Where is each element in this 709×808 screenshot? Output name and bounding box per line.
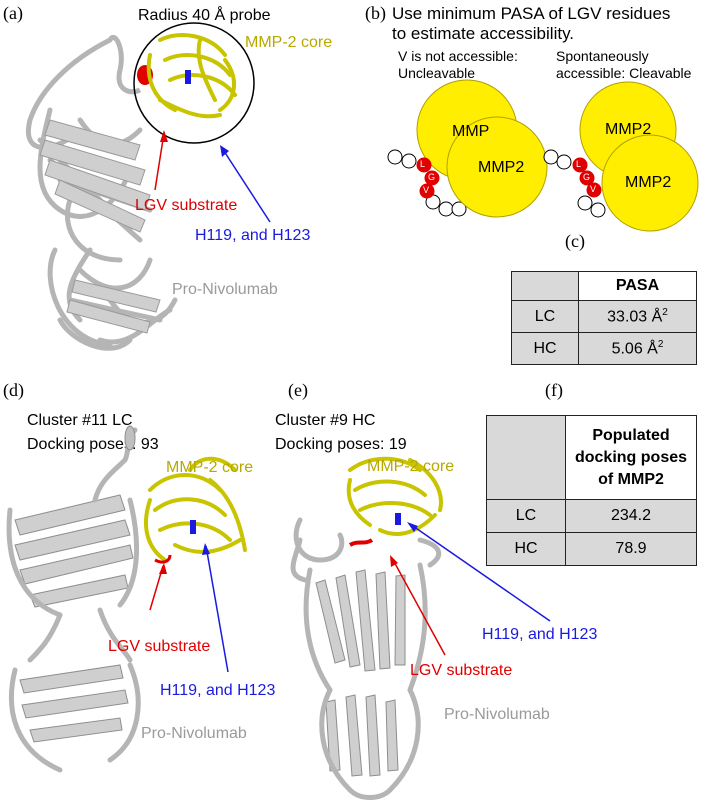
pro-nivolumab-ribbon-d <box>6 427 141 773</box>
residue-g-left: G <box>428 172 436 182</box>
mmp2-core-label-d: MMP-2 core <box>166 459 254 476</box>
panel-a-label: (a) <box>3 3 23 23</box>
mmp2-core-ribbon-a <box>146 33 237 119</box>
lgv-substrate-label-d: LGV substrate <box>108 638 211 655</box>
poses-header: Populated docking poses of MMP2 <box>565 415 697 500</box>
mmp2-label-right-back: MMP2 <box>605 121 652 138</box>
residue-chain-right <box>543 149 606 218</box>
lgv-substrate-label-a: LGV substrate <box>135 197 238 214</box>
residue-l-left: L <box>420 159 426 169</box>
pro-nivolumab-sheets-d <box>14 494 134 743</box>
panel-b-label: (b) <box>365 3 386 23</box>
his-label-e: H119, and H123 <box>482 626 598 643</box>
panel-c-label: (c) <box>565 231 585 251</box>
his-arrow-a <box>221 147 271 223</box>
table-row: HC 78.9 <box>486 532 697 566</box>
poses-row-name: HC <box>486 532 566 566</box>
his-residues-d <box>190 520 196 534</box>
lgv-substrate-e <box>348 538 374 547</box>
lgv-substrate-label-e: LGV substrate <box>410 662 513 679</box>
docking-poses-table: Populated docking poses of MMP2 LC 234.2… <box>486 415 697 566</box>
pro-nivolumab-label-a: Pro-Nivolumab <box>172 281 278 298</box>
residue-v-left: V <box>423 185 430 195</box>
pro-nivolumab-sheets-e <box>315 569 406 777</box>
pasa-row-name: LC <box>511 300 579 333</box>
poses-label-e: Docking poses: 19 <box>275 436 407 453</box>
lgv-substrate-d <box>154 554 172 564</box>
residue-l-right: L <box>576 159 582 169</box>
pasa-row-name: HC <box>511 332 579 365</box>
probe-circle <box>133 22 255 144</box>
mmp2-circle-right-front <box>601 134 699 232</box>
linker-d <box>124 425 136 451</box>
mmp2-core-label-a: MMP-2 core <box>245 34 333 51</box>
pro-nivolumab-label-e: Pro-Nivolumab <box>444 706 550 723</box>
pasa-header: PASA <box>578 271 697 301</box>
poses-table-corner <box>486 415 566 500</box>
poses-row-value: 234.2 <box>565 499 697 533</box>
pasa-row-value: 5.06 Å2 <box>578 332 697 365</box>
table-row: LC 234.2 <box>486 499 697 533</box>
his-arrow-e <box>409 523 551 622</box>
linker-loop-a <box>107 35 142 95</box>
right-caption-line1: Spontaneously <box>556 48 649 64</box>
his-label-d: H119, and H123 <box>160 682 276 699</box>
table-row: HC 5.06 Å2 <box>511 332 697 365</box>
pasa-row-value: 33.03 Å2 <box>578 300 697 333</box>
lgv-residues-right <box>572 157 602 198</box>
his-label-a: H119, and H123 <box>195 227 311 244</box>
pasa-table: PASA LC 33.03 Å2 HC 5.06 Å2 <box>511 271 697 365</box>
lgv-residues-left <box>416 157 440 199</box>
mmp2-core-ribbon-e <box>346 456 443 536</box>
pro-nivolumab-ribbon-e <box>290 517 442 800</box>
mmp2-label-left-back: MMP <box>452 123 490 140</box>
substrate-arrow-a <box>154 132 165 191</box>
poses-row-name: LC <box>486 499 566 533</box>
poses-row-value: 78.9 <box>565 532 697 566</box>
table-row: LC 33.03 Å2 <box>511 300 697 333</box>
panel-e-label: (e) <box>288 380 308 400</box>
his-residues-a <box>185 70 191 84</box>
probe-radius-label: Radius 40 Å probe <box>138 7 271 24</box>
panel-f-label: (f) <box>545 380 563 400</box>
substrate-arrow-e <box>391 557 446 656</box>
pro-nivolumab-sheets-a <box>39 119 161 334</box>
left-caption-line2: Uncleavable <box>398 65 476 81</box>
his-arrow-d <box>205 545 229 673</box>
panel-d-label: (d) <box>3 380 24 400</box>
mmp2-circle-left-front <box>446 116 548 218</box>
cluster-label-e: Cluster #9 HC <box>275 412 376 429</box>
mmp2-label-right-front: MMP2 <box>625 174 672 191</box>
residue-v-right: V <box>590 184 597 194</box>
panel-b-title-line2: to estimate accessibility. <box>392 24 575 43</box>
pro-nivolumab-label-d: Pro-Nivolumab <box>141 725 247 742</box>
right-caption-line2: accessible: Cleavable <box>556 65 692 81</box>
left-caption-line1: V is not accessible: <box>398 48 518 64</box>
residue-g-right: G <box>583 172 591 182</box>
panel-b-title-line1: Use minimum PASA of LGV residues <box>392 4 671 23</box>
mmp2-core-label-e: MMP-2 core <box>367 458 455 475</box>
mmp2-label-left-front: MMP2 <box>478 159 525 176</box>
cluster-label-d: Cluster #11 LC <box>27 412 133 429</box>
his-residues-e <box>395 513 401 525</box>
